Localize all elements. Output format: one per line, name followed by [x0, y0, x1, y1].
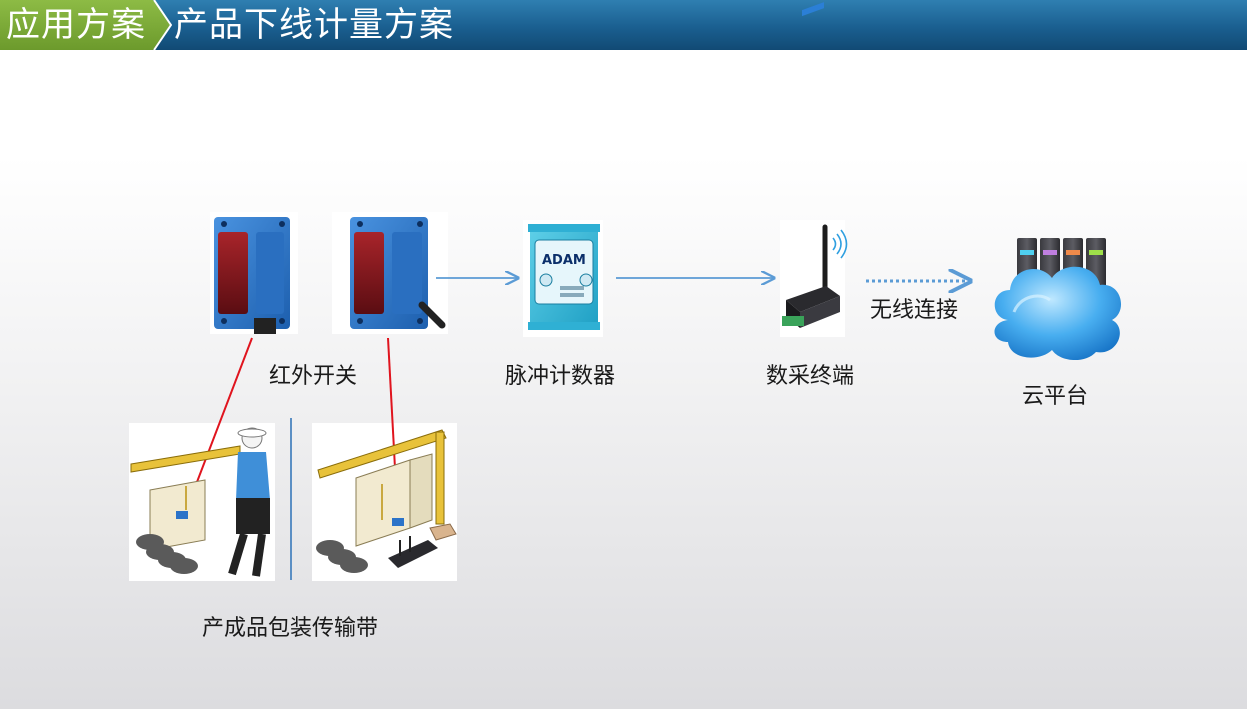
wireless-connection-label: 无线连接 [870, 298, 959, 323]
data-terminal-icon [782, 2, 848, 328]
ir-sensor-1-icon [214, 217, 290, 334]
data-terminal-label: 数采终端 [766, 364, 855, 389]
cloud-platform-label: 云平台 [1022, 384, 1089, 409]
cloud-platform-icon [994, 238, 1122, 361]
conveyor-belt-label: 产成品包装传输带 [202, 616, 379, 641]
pulse-counter-icon: ADAM [528, 224, 600, 330]
conveyor-scene-1-illustration [130, 427, 270, 577]
header-bar: 应用方案 产品下线计量方案 [0, 0, 1247, 50]
pulse-counter-label: 脉冲计数器 [505, 364, 616, 389]
section-tag [0, 0, 170, 50]
ir-sensor-2-icon [350, 217, 446, 329]
counter-brand-label: ADAM [542, 253, 586, 268]
page-title: 产品下线计量方案 [174, 5, 454, 45]
tag-chevron-outline [153, 0, 172, 50]
conveyor-scene-2-illustration [316, 429, 457, 573]
ir-switch-label: 红外开关 [269, 364, 358, 389]
section-tag-text: 应用方案 [6, 5, 146, 45]
